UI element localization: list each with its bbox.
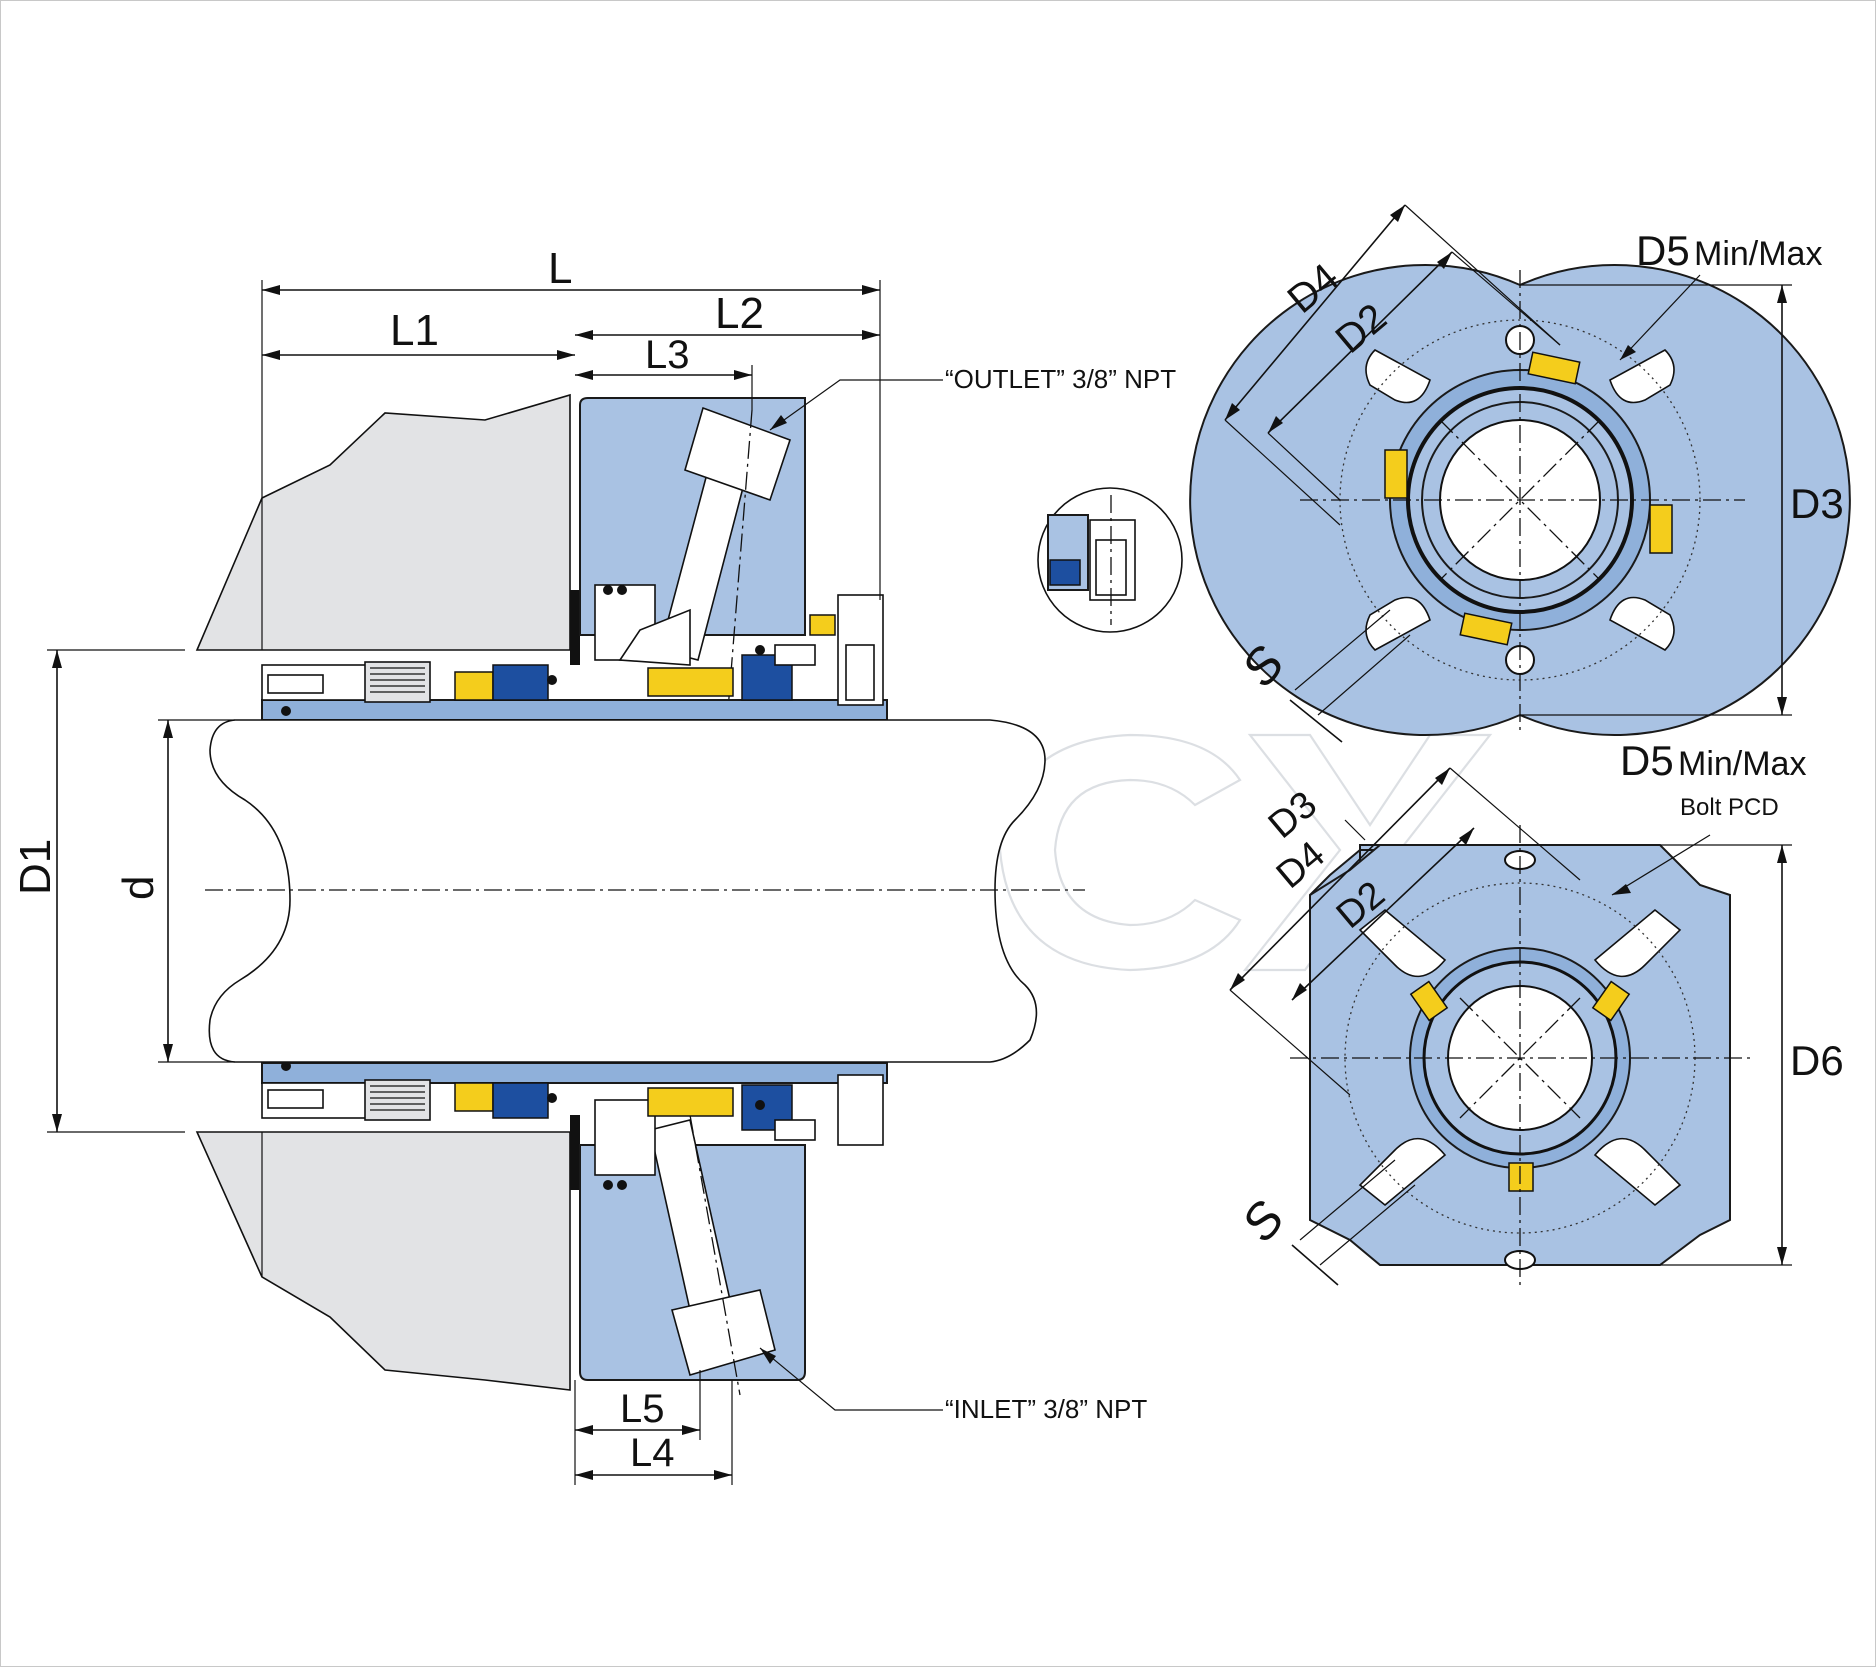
bot-label-minmax: Min/Max bbox=[1678, 745, 1806, 783]
bot-label-bolt-pcd: Bolt PCD bbox=[1680, 794, 1779, 821]
o-rings bbox=[281, 585, 765, 1190]
stationary-seat-upper bbox=[492, 664, 549, 701]
label-inlet: “INLET” 3/8” NPT bbox=[945, 1394, 1147, 1424]
label-L3: L3 bbox=[645, 333, 690, 377]
label-L: L bbox=[548, 244, 572, 293]
top-label-minmax: Min/Max bbox=[1694, 235, 1822, 273]
square-gland-front-view bbox=[1229, 767, 1792, 1286]
gasket-lower bbox=[570, 1115, 580, 1190]
round-gland-front-view bbox=[1189, 204, 1851, 743]
bot-label-D3: D3 bbox=[1261, 783, 1325, 846]
bot-label-D5: D5 bbox=[1620, 737, 1674, 784]
sleeve-upper bbox=[261, 699, 888, 721]
bot-label-S: S bbox=[1231, 1191, 1295, 1253]
gasket-upper bbox=[570, 590, 580, 665]
label-L4: L4 bbox=[630, 1431, 675, 1475]
top-label-D3: D3 bbox=[1790, 480, 1844, 527]
collar-screw-upper bbox=[845, 644, 875, 701]
label-L2: L2 bbox=[715, 289, 764, 338]
rotary-face-upper bbox=[454, 671, 494, 701]
spring-outboard-upper bbox=[774, 644, 816, 666]
outboard-face-lower bbox=[647, 1087, 734, 1117]
label-D1: D1 bbox=[11, 839, 60, 895]
top-label-D5: D5 bbox=[1636, 227, 1690, 274]
drive-collar-lower bbox=[837, 1074, 884, 1146]
outlet-port bbox=[684, 406, 792, 502]
bot-label-D6: D6 bbox=[1790, 1037, 1844, 1084]
section-view bbox=[47, 280, 1085, 1485]
set-screw-upper bbox=[267, 674, 324, 694]
spring-upper bbox=[364, 661, 431, 703]
set-screw-lower bbox=[267, 1089, 324, 1109]
pump-housing-lower bbox=[195, 1131, 571, 1391]
label-L1: L1 bbox=[390, 306, 439, 355]
inner-gland-lower bbox=[594, 1099, 656, 1176]
label-outlet: “OUTLET” 3/8” NPT bbox=[945, 364, 1176, 394]
label-L5: L5 bbox=[620, 1387, 665, 1431]
spring-outboard-lower bbox=[774, 1119, 816, 1141]
stationary-seat-lower bbox=[492, 1082, 549, 1119]
label-d: d bbox=[114, 876, 163, 900]
inlet-port bbox=[671, 1289, 776, 1376]
pump-housing-upper bbox=[195, 393, 571, 651]
spring-lower bbox=[364, 1079, 431, 1121]
shaft bbox=[208, 719, 1046, 1063]
detail-view bbox=[1037, 487, 1183, 633]
sleeve-lower bbox=[261, 1062, 888, 1084]
outboard-face-upper bbox=[647, 667, 734, 697]
rotary-face-lower bbox=[454, 1082, 494, 1112]
spacer-clip-upper bbox=[809, 614, 836, 636]
